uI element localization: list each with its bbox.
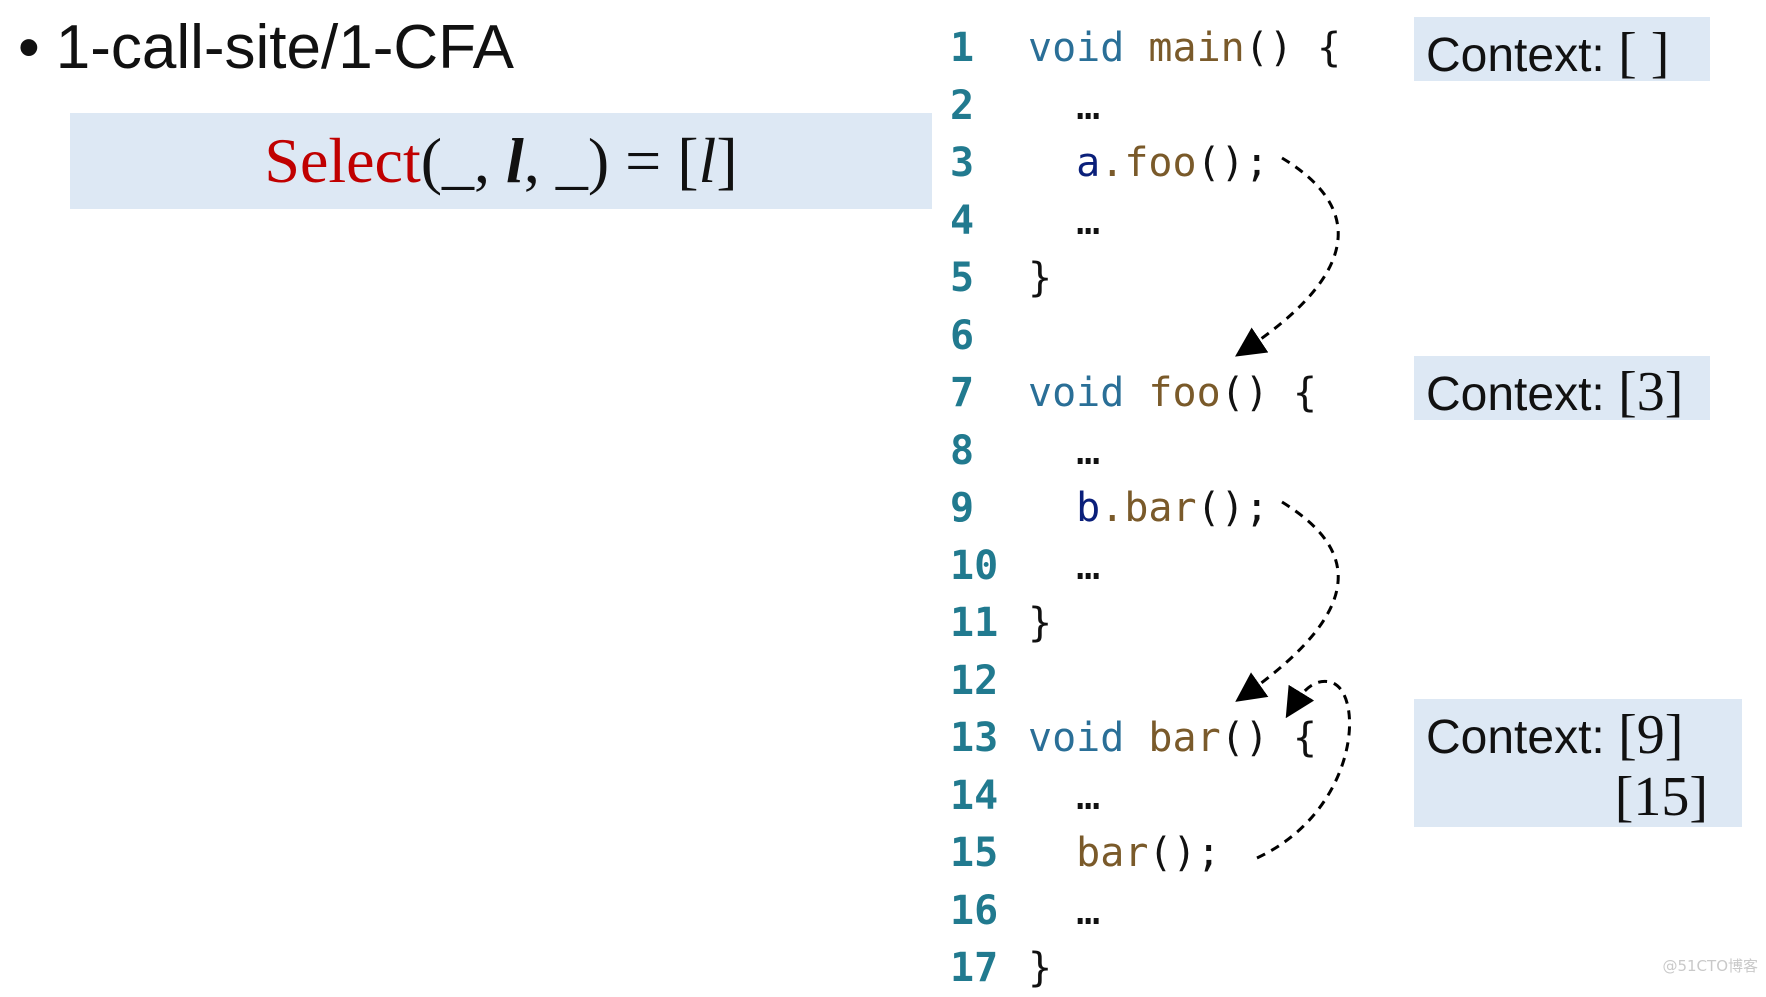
formula-open: (_, xyxy=(420,125,507,196)
code-line: 9 b.bar(); xyxy=(950,479,1269,537)
context-box-main: Context: [ ] xyxy=(1414,17,1710,84)
context-label-foo: Context: [3] xyxy=(1426,361,1684,423)
formula-box: Select(_, l, _) = [l] xyxy=(70,113,932,209)
code-line: 15 bar(); xyxy=(950,824,1221,882)
code-token: void xyxy=(1028,370,1125,416)
line-number: 9 xyxy=(950,485,975,531)
code-token: () { xyxy=(1220,370,1317,416)
code-line: 8 … xyxy=(950,422,1100,480)
code-line: 12 xyxy=(950,652,1028,710)
context-value-bar-2: [15] xyxy=(1614,766,1708,828)
code-token: … xyxy=(1028,887,1101,934)
arrow-main-to-foo xyxy=(1235,156,1340,357)
code-token: (); xyxy=(1196,485,1269,531)
line-number: 1 xyxy=(950,25,975,71)
formula-close: , _) = [ xyxy=(523,125,699,196)
code-token: .bar xyxy=(1100,485,1197,531)
code-line: 17} xyxy=(950,939,1052,997)
code-token: … xyxy=(1028,427,1101,474)
line-number: 4 xyxy=(950,197,975,244)
code-token: … xyxy=(1028,542,1101,589)
code-token: … xyxy=(1028,82,1101,129)
code-token: (); xyxy=(1196,140,1269,186)
code-line: 14 … xyxy=(950,767,1100,825)
code-line: 11} xyxy=(950,594,1052,652)
line-number: 3 xyxy=(950,140,975,186)
code-line: 3 a.foo(); xyxy=(950,134,1269,192)
line-number: 10 xyxy=(950,542,999,589)
code-line: 4 … xyxy=(950,192,1100,250)
context-label-bar: Context: [9] xyxy=(1426,704,1684,766)
arrow-foo-to-bar xyxy=(1235,500,1340,702)
code-token: } xyxy=(1028,945,1053,991)
code-token: bar xyxy=(1028,830,1149,876)
line-number: 17 xyxy=(950,945,999,991)
context-box-foo: Context: [3] xyxy=(1414,356,1710,423)
formula-function: Select xyxy=(264,125,421,196)
code-line: 5} xyxy=(950,249,1052,307)
code-token: } xyxy=(1028,255,1053,301)
code-line: 2 … xyxy=(950,77,1100,135)
code-token: main xyxy=(1124,25,1245,71)
formula-result: l xyxy=(698,125,717,196)
line-number: 16 xyxy=(950,887,999,934)
code-token: … xyxy=(1028,197,1101,244)
line-number: 15 xyxy=(950,830,999,876)
code-line: 16 … xyxy=(950,882,1100,940)
context-box-bar: Context: [9] [15] xyxy=(1414,699,1742,828)
context-label-main: Context: [ ] xyxy=(1426,22,1670,84)
line-number: 11 xyxy=(950,600,999,646)
code-line: 7 void foo() { xyxy=(950,364,1317,422)
line-number: 5 xyxy=(950,255,975,301)
watermark: @51CTO博客 xyxy=(1662,957,1758,975)
line-number: 6 xyxy=(950,312,975,359)
code-token: () { xyxy=(1244,25,1342,71)
line-number: 12 xyxy=(950,657,999,704)
context-value-main: [ ] xyxy=(1618,22,1670,84)
code-token: .foo xyxy=(1100,140,1197,186)
code-line: 1 void main() { xyxy=(950,19,1341,77)
slide-title-text: 1-call-site/1-CFA xyxy=(55,13,514,82)
code-line: 6 xyxy=(950,307,1028,365)
context-value-bar: [9] xyxy=(1618,704,1684,766)
formula-arg: l xyxy=(506,125,524,196)
line-number: 7 xyxy=(950,370,975,416)
line-number: 13 xyxy=(950,715,999,761)
code-token: foo xyxy=(1124,370,1221,416)
slide-title: •1-call-site/1-CFA xyxy=(18,12,514,83)
code-token: void xyxy=(1028,25,1125,71)
code-token: void xyxy=(1028,715,1125,761)
bullet-icon: • xyxy=(18,13,40,82)
code-line: 10 … xyxy=(950,537,1100,595)
code-line: 13 void bar() { xyxy=(950,709,1317,767)
code-token: bar xyxy=(1124,715,1221,761)
line-number: 14 xyxy=(950,772,999,819)
select-formula: Select(_, l, _) = [l] xyxy=(70,113,932,209)
arrow-bar-recursive xyxy=(1256,679,1352,860)
code-token: (); xyxy=(1148,830,1221,876)
code-token: } xyxy=(1028,600,1053,646)
code-token: b xyxy=(1028,485,1101,531)
formula-end: ] xyxy=(716,125,738,196)
code-token: () { xyxy=(1220,715,1317,761)
line-number: 2 xyxy=(950,82,975,129)
code-token: a xyxy=(1028,140,1101,186)
line-number: 8 xyxy=(950,427,975,474)
code-token: … xyxy=(1028,772,1101,819)
context-value-foo: [3] xyxy=(1618,361,1684,423)
